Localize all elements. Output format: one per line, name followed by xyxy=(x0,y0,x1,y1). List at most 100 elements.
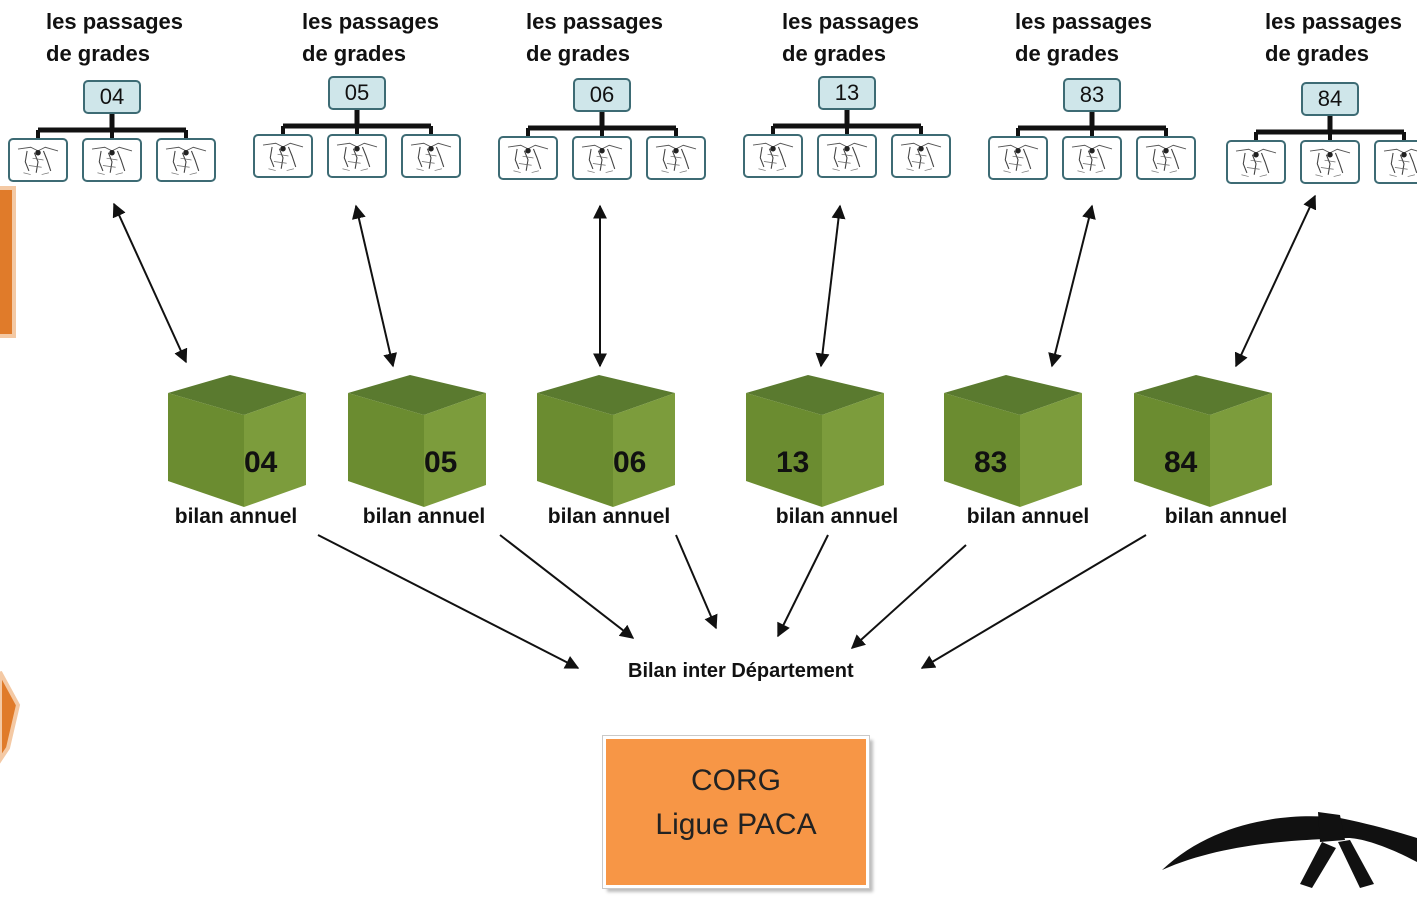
judoka-card xyxy=(1226,140,1286,184)
cube-code-label: 06 xyxy=(613,446,646,479)
bilan-annuel-label-06: bilan annuel xyxy=(547,505,671,528)
passages-line2: de grades xyxy=(526,41,630,66)
passages-label-83: les passages de grades xyxy=(1015,6,1152,70)
department-code-box-06: 06 xyxy=(573,78,631,112)
judoka-figure-icon xyxy=(900,142,942,171)
passages-line2: de grades xyxy=(1015,41,1119,66)
cube-left-face xyxy=(1134,393,1210,507)
judoka-card xyxy=(1374,140,1417,184)
passages-label-05: les passages de grades xyxy=(302,6,439,70)
cube-code-label: 04 xyxy=(244,446,278,479)
judoka-figure-icon xyxy=(410,142,452,171)
passages-line1: les passages xyxy=(302,9,439,34)
passages-line1: les passages xyxy=(1265,9,1402,34)
passages-line1: les passages xyxy=(526,9,663,34)
cube-left-face xyxy=(168,393,244,507)
judoka-figure-icon xyxy=(1235,148,1277,177)
cube-top-face xyxy=(168,375,306,415)
passages-line1: les passages xyxy=(46,9,183,34)
cube-code-label: 83 xyxy=(974,446,1007,479)
judoka-card xyxy=(988,136,1048,180)
judoka-figure-icon xyxy=(262,142,304,171)
department-code-box-84: 84 xyxy=(1301,82,1359,116)
bidirectional-arrow-83 xyxy=(1048,204,1096,368)
passages-line2: de grades xyxy=(782,41,886,66)
cube-top-face xyxy=(537,375,675,415)
judoka-figure-icon xyxy=(91,146,133,175)
cube-top-face xyxy=(944,375,1082,415)
department-code-box-04: 04 xyxy=(83,80,141,114)
judoka-card xyxy=(327,134,387,178)
passages-line2: de grades xyxy=(302,41,406,66)
bilan-annuel-label-13: bilan annuel xyxy=(775,505,899,528)
judoka-card xyxy=(743,134,803,178)
passages-label-84: les passages de grades xyxy=(1265,6,1402,70)
left-orange-shape-top xyxy=(0,186,16,338)
judoka-card xyxy=(82,138,142,182)
cube-code-label: 05 xyxy=(424,446,457,479)
judoka-figure-icon xyxy=(581,144,623,173)
bidirectional-arrow-05 xyxy=(352,204,397,368)
judoka-card xyxy=(572,136,632,180)
arrow-to-inter-84 xyxy=(920,534,1147,669)
arrow-to-inter-13 xyxy=(777,534,829,638)
judoka-card xyxy=(1062,136,1122,180)
passages-line2: de grades xyxy=(1265,41,1369,66)
judoka-card xyxy=(8,138,68,182)
judoka-figure-icon xyxy=(17,146,59,175)
judoka-figure-icon xyxy=(165,146,207,175)
bidirectional-arrow-13 xyxy=(815,204,846,368)
corg-ligue-paca-box: CORG Ligue PACA xyxy=(603,736,869,888)
cube-code-label: 13 xyxy=(776,446,809,479)
arrow-to-inter-06 xyxy=(675,534,718,630)
judoka-figure-icon xyxy=(655,144,697,173)
arrow-to-inter-04 xyxy=(317,534,580,669)
corg-subtitle: Ligue PACA xyxy=(655,808,817,841)
passages-label-13: les passages de grades xyxy=(782,6,919,70)
judoka-card xyxy=(1300,140,1360,184)
cube-code-label: 84 xyxy=(1164,446,1198,479)
bilan-annuel-label-04: bilan annuel xyxy=(174,505,298,528)
cube-right-face xyxy=(1020,393,1082,507)
judoka-figure-icon xyxy=(507,144,549,173)
judoka-card xyxy=(1136,136,1196,180)
corg-title: CORG xyxy=(691,764,781,797)
judoka-card xyxy=(891,134,951,178)
cube-right-face xyxy=(244,393,306,507)
left-orange-shape-bottom xyxy=(0,671,21,764)
arrow-to-inter-83 xyxy=(850,544,967,649)
bilan-inter-departement-label: Bilan inter Département xyxy=(628,660,854,682)
cube-left-face xyxy=(537,393,613,507)
department-code-box-05: 05 xyxy=(328,76,386,110)
bilan-annuel-label-05: bilan annuel xyxy=(362,505,486,528)
cube-right-face xyxy=(613,393,675,507)
judoka-card xyxy=(817,134,877,178)
judoka-card xyxy=(253,134,313,178)
department-code-box-13: 13 xyxy=(818,76,876,110)
judoka-figure-icon xyxy=(1071,144,1113,173)
judoka-figure-icon xyxy=(1309,148,1351,177)
passages-line1: les passages xyxy=(782,9,919,34)
cube-top-face xyxy=(1134,375,1272,415)
judoka-card xyxy=(646,136,706,180)
cube-top-face xyxy=(348,375,486,415)
cube-top-face xyxy=(746,375,884,415)
cube-left-face xyxy=(944,393,1020,507)
arrow-to-inter-05 xyxy=(499,534,635,639)
department-code-box-83: 83 xyxy=(1063,78,1121,112)
judoka-card xyxy=(156,138,216,182)
bilan-annuel-label-83: bilan annuel xyxy=(966,505,1090,528)
cube-left-face xyxy=(348,393,424,507)
bidirectional-arrow-04 xyxy=(112,202,188,364)
judoka-figure-icon xyxy=(1383,148,1417,177)
judoka-figure-icon xyxy=(826,142,868,171)
cube-left-face xyxy=(746,393,822,507)
passages-line1: les passages xyxy=(1015,9,1152,34)
judoka-figure-icon xyxy=(752,142,794,171)
judoka-figure-icon xyxy=(997,144,1039,173)
black-belt-icon xyxy=(1162,812,1417,888)
bilan-annuel-label-84: bilan annuel xyxy=(1164,505,1288,528)
